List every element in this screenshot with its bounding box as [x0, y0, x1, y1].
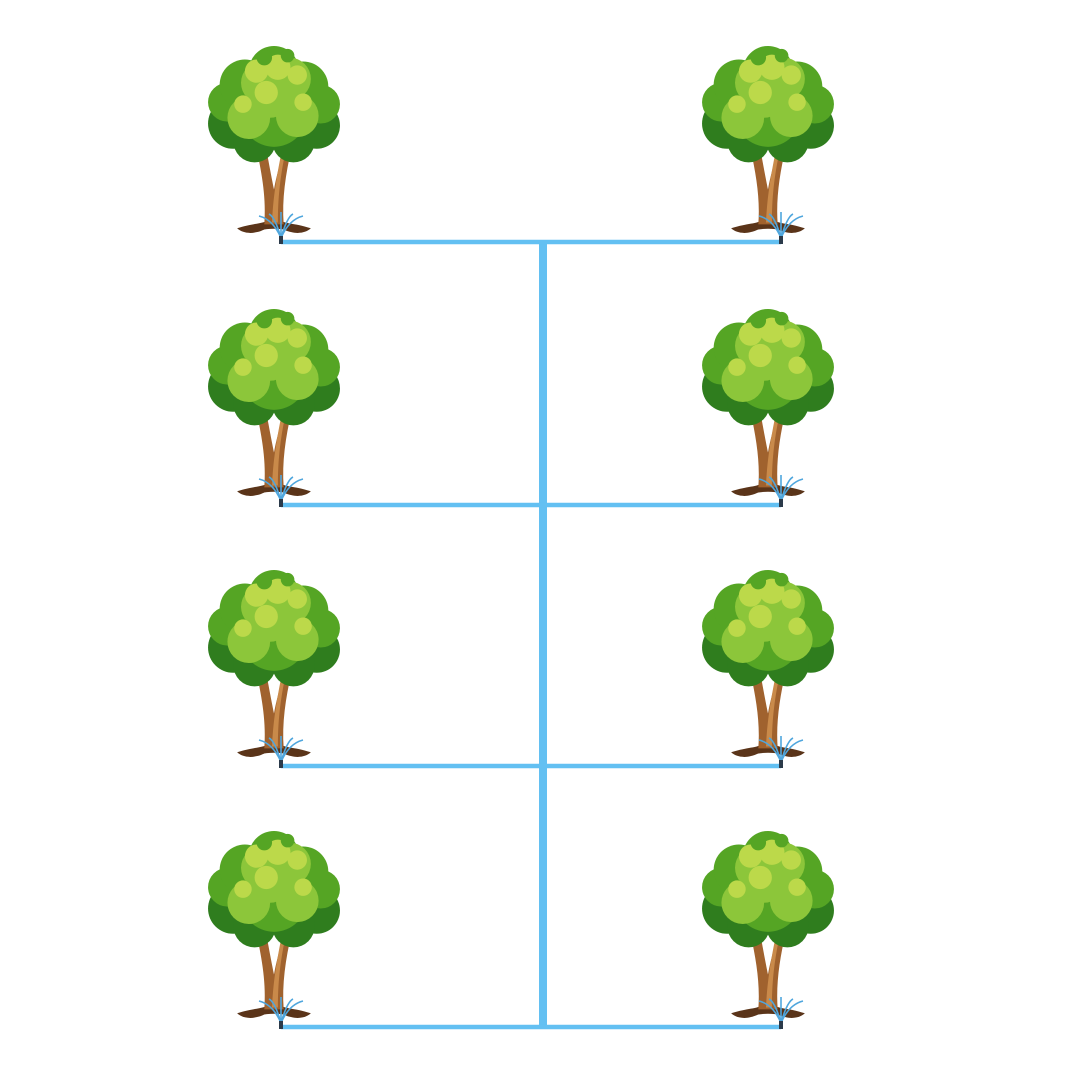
tree-right-4: [702, 830, 834, 1018]
tree-left-1: [208, 45, 340, 233]
tree-left-4: [208, 830, 340, 1018]
pipe-network: [281, 239, 781, 1030]
tree-right-3: [702, 569, 834, 757]
tree-left-3: [208, 569, 340, 757]
tree-left-2: [208, 308, 340, 496]
tree-grid: [208, 45, 834, 1030]
tree-right-2: [702, 308, 834, 496]
tree-right-1: [702, 45, 834, 233]
